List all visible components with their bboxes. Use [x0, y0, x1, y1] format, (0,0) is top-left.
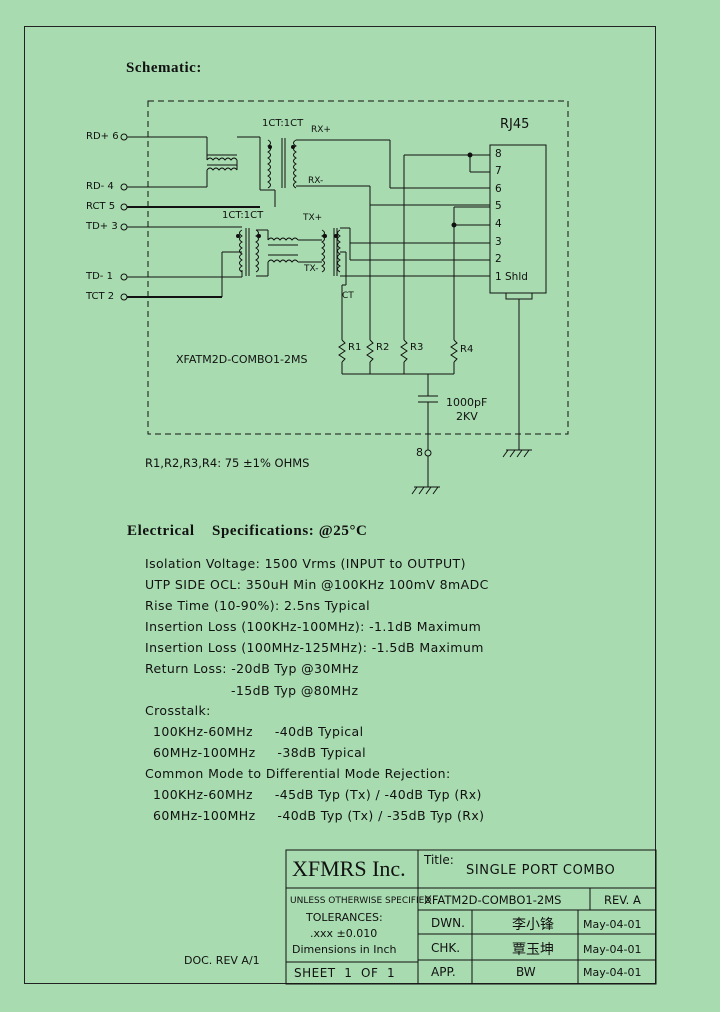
dwn-name: 李小锋	[512, 917, 554, 933]
spec-line: Crosstalk:	[145, 703, 211, 718]
part-name-label: XFATM2D-COMBO1-2MS	[176, 353, 308, 366]
rj45-pin: 7	[495, 165, 502, 177]
rj45-pin: 6	[495, 183, 502, 195]
label-rx-plus: RX+	[311, 125, 331, 135]
revision: REV. A	[604, 893, 641, 907]
spec-line: 60MHz-100MHz -40dB Typ (Tx) / -35dB Typ …	[153, 808, 485, 823]
chk-label: CHK.	[431, 941, 461, 955]
module-outline	[147, 100, 569, 435]
dwn-date: May-04-01	[583, 918, 642, 931]
tolerance-value: .xxx ±0.010	[310, 927, 378, 940]
chk-date: May-04-01	[583, 943, 642, 956]
spec-line: Insertion Loss (100KHz-100MHz): -1.1dB M…	[145, 619, 482, 634]
rj45-pin: 2	[495, 253, 502, 265]
label-tx-plus: TX+	[303, 213, 323, 223]
pin-td-minus: TD- 1	[86, 271, 113, 282]
pin-rd-plus: RD+ 6	[86, 131, 119, 142]
title-block-lines	[285, 849, 657, 985]
tx-transformer	[127, 226, 490, 340]
pin-tct: TCT 2	[86, 291, 115, 302]
input-pin-circles	[120, 133, 128, 301]
company-name: XFMRS Inc.	[292, 856, 406, 881]
rj45-pin: 1 Shld	[495, 271, 528, 283]
dwn-label: DWN.	[431, 916, 465, 930]
unless-note: UNLESS OTHERWISE SPECIFIED	[290, 896, 432, 906]
chk-name: 覃玉坤	[512, 942, 554, 958]
ground-pin-label: 8	[416, 446, 423, 459]
rj45-pin: 5	[495, 200, 502, 212]
ratio-top: 1CT:1CT	[262, 118, 304, 129]
label-tx-minus: TX-	[304, 264, 319, 274]
resistor-label: R3	[410, 342, 424, 353]
spec-line: 100KHz-60MHz -45dB Typ (Tx) / -40dB Typ …	[153, 787, 482, 802]
spec-line: UTP SIDE OCL: 350uH Min @100KHz 100mV 8m…	[145, 577, 489, 592]
pin-td-plus: TD+ 3	[86, 221, 118, 232]
capacitor-value: 1000pF	[446, 396, 488, 409]
doc-revision: DOC. REV A/1	[184, 954, 260, 967]
rj45-pin: 4	[495, 218, 502, 230]
resistor-label: R1	[348, 342, 362, 353]
schematic-heading: Schematic:	[126, 60, 202, 76]
pin-rct: RCT 5	[86, 201, 116, 212]
spec-line: Insertion Loss (100MHz-125MHz): -1.5dB M…	[145, 640, 484, 655]
rj45-label: RJ45	[500, 117, 530, 132]
dimensions-note: Dimensions in Inch	[292, 943, 397, 956]
rj45-pin: 3	[495, 236, 502, 248]
spec-line: Isolation Voltage: 1500 Vrms (INPUT to O…	[145, 556, 466, 571]
rj45-connector	[350, 144, 547, 458]
tolerances-label: TOLERANCES:	[306, 911, 383, 924]
ratio-bottom: 1CT:1CT	[222, 210, 264, 221]
spec-line: 60MHz-100MHz -38dB Typical	[153, 745, 367, 760]
app-name: BW	[516, 965, 536, 979]
label-rx-minus: RX-	[308, 176, 324, 186]
title-label: Title:	[424, 853, 454, 867]
electrical-heading: Electrical Specifications: @25°C	[127, 523, 368, 539]
pin-rd-minus: RD- 4	[86, 181, 114, 192]
resistor-label: R2	[376, 342, 390, 353]
label-ct: CT	[342, 291, 354, 301]
app-label: APP.	[431, 965, 456, 979]
sheet-number: SHEET 1 OF 1	[294, 966, 396, 980]
spec-line: Common Mode to Differential Mode Rejecti…	[145, 766, 451, 781]
rx-transformer	[127, 136, 490, 340]
resistor-note: R1,R2,R3,R4: 75 ±1% OHMS	[145, 456, 310, 470]
app-date: May-04-01	[583, 966, 642, 979]
rj45-pin: 8	[495, 148, 502, 160]
resistor-network	[338, 339, 458, 495]
drawing-title: SINGLE PORT COMBO	[466, 863, 616, 878]
spec-line: 100KHz-60MHz -40dB Typical	[153, 724, 364, 739]
spec-line: Rise Time (10-90%): 2.5ns Typical	[145, 598, 371, 613]
resistor-label: R4	[460, 344, 474, 355]
part-number: XFATM2D-COMBO1-2MS	[424, 893, 562, 907]
spec-line: -15dB Typ @80MHz	[231, 683, 359, 698]
capacitor-voltage: 2KV	[456, 410, 478, 423]
spec-line: Return Loss: -20dB Typ @30MHz	[145, 661, 359, 676]
